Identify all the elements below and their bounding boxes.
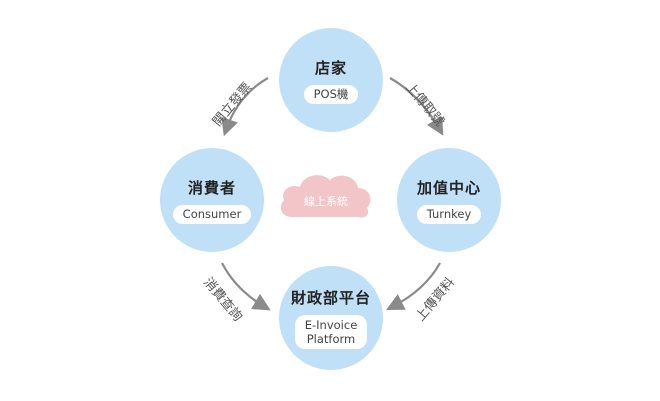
arrow-consumer-to-platform	[221, 262, 271, 311]
cloud-label: 線上系統	[304, 195, 348, 208]
cloud-icon	[280, 175, 371, 218]
cloud: 線上系統	[278, 167, 374, 223]
node-turnkey-tag: Turnkey	[416, 204, 482, 224]
arrow-turnkey-to-platform	[386, 262, 441, 311]
node-consumer: 消費者 Consumer	[160, 148, 264, 252]
arrow-store-to-consumer	[221, 77, 269, 137]
node-store: 店家 POS機	[279, 28, 383, 132]
arrow-store-to-turnkey	[389, 77, 444, 136]
node-turnkey-title: 加值中心	[416, 178, 481, 197]
node-store-title: 店家	[314, 58, 347, 77]
node-consumer-title: 消費者	[187, 178, 236, 197]
node-turnkey: 加值中心 Turnkey	[397, 148, 501, 252]
node-platform-tag-line1: E-Invoice	[304, 318, 358, 332]
node-platform-tag: E-Invoice Platform	[294, 315, 368, 349]
node-platform-title: 財政部平台	[290, 289, 371, 307]
node-store-tag: POS機	[303, 84, 359, 104]
node-consumer-tag: Consumer	[172, 204, 252, 224]
node-platform-tag-line2: Platform	[306, 332, 356, 346]
node-platform: 財政部平台 E-Invoice Platform	[279, 266, 383, 370]
